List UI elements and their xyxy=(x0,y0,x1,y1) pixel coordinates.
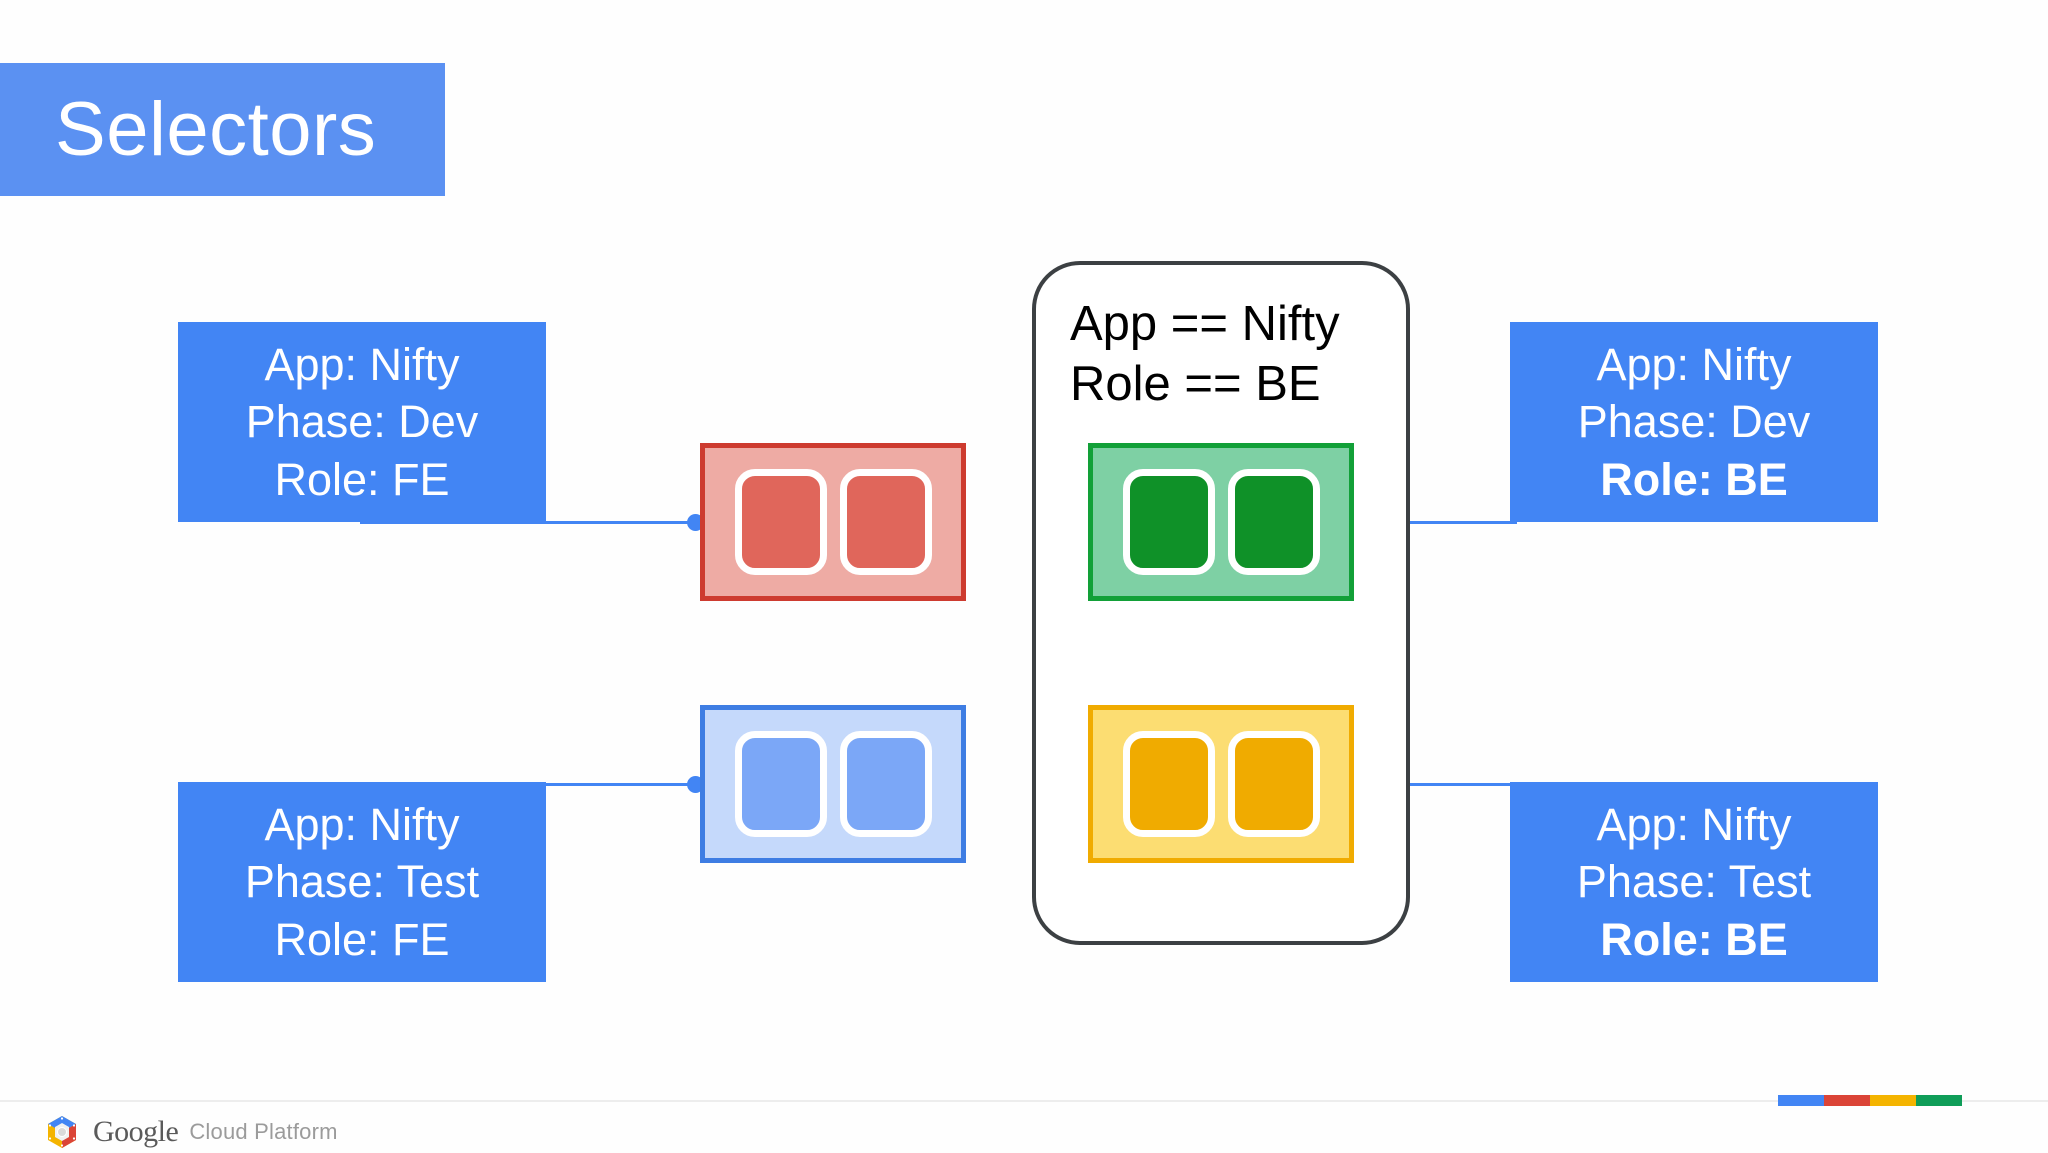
gcp-hexagon-icon xyxy=(48,1116,76,1148)
connector-dot-bottom-left xyxy=(687,776,704,793)
container-icon xyxy=(734,731,827,837)
label-line-role: Role: FE xyxy=(274,453,450,505)
container-icon xyxy=(734,469,827,575)
connector-line-top-right xyxy=(1357,521,1517,524)
label-line-app: App: Nifty xyxy=(1596,798,1792,850)
connector-dot-top-left xyxy=(687,514,704,531)
label-line-phase: Phase: Dev xyxy=(245,396,479,448)
selector-expression-text: App == Nifty Role == BE xyxy=(1070,297,1340,411)
label-box-bottom-right[interactable]: App: Nifty Phase: Test Role: BE xyxy=(1510,782,1878,982)
container-icon xyxy=(1122,731,1215,837)
brand-color-bars xyxy=(1778,1095,1962,1106)
pod-green[interactable] xyxy=(1088,443,1354,601)
brand-bar-yellow xyxy=(1870,1095,1916,1106)
page-title: Selectors xyxy=(55,86,377,172)
label-line-app: App: Nifty xyxy=(1596,338,1792,390)
label-line-role: Role: BE xyxy=(1600,913,1788,965)
container-icon xyxy=(839,731,932,837)
container-icon xyxy=(1227,731,1320,837)
logo-cloud-platform-wordmark: Cloud Platform xyxy=(189,1118,338,1144)
brand-bar-blue xyxy=(1778,1095,1824,1106)
pod-blue[interactable] xyxy=(700,705,966,863)
brand-bar-green xyxy=(1916,1095,1962,1106)
brand-bar-red xyxy=(1824,1095,1870,1106)
container-icon xyxy=(839,469,932,575)
label-line-role: Role: FE xyxy=(274,913,450,965)
logo-google-wordmark: Google xyxy=(93,1115,179,1148)
container-icon xyxy=(1122,469,1215,575)
label-line-role: Role: BE xyxy=(1600,453,1788,505)
label-line-app: App: Nifty xyxy=(264,338,460,390)
label-line-app: App: Nifty xyxy=(264,798,460,850)
label-box-top-left[interactable]: App: Nifty Phase: Dev Role: FE xyxy=(178,322,546,522)
pod-yellow[interactable] xyxy=(1088,705,1354,863)
pod-red[interactable] xyxy=(700,443,966,601)
label-line-phase: Phase: Test xyxy=(1576,856,1812,908)
container-icon xyxy=(1227,469,1320,575)
label-box-top-right[interactable]: App: Nifty Phase: Dev Role: BE xyxy=(1510,322,1878,522)
title-banner: Selectors xyxy=(0,63,445,196)
label-box-bottom-left[interactable]: App: Nifty Phase: Test Role: FE xyxy=(178,782,546,982)
label-line-phase: Phase: Dev xyxy=(1577,396,1811,448)
connector-line-bottom-right xyxy=(1357,783,1517,786)
connector-line-top-left xyxy=(360,521,698,524)
label-line-phase: Phase: Test xyxy=(244,856,480,908)
google-cloud-platform-logo: Google Cloud Platform xyxy=(42,1112,338,1152)
footer-divider xyxy=(0,1100,2048,1102)
